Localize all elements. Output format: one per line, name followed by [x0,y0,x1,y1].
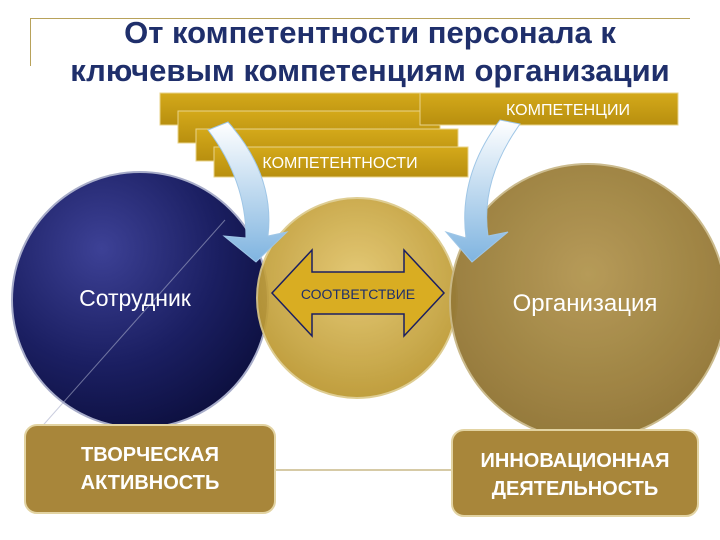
banner-competencies [419,92,679,126]
employee-label: Сотрудник [79,285,192,311]
slide-title: От компетентности персонала к ключевым к… [40,14,700,90]
frame-line-left [30,18,31,66]
title-line-1: От компетентности персонала к [124,15,616,50]
banner-competencies-label: КОМПЕТЕНЦИИ [506,102,630,119]
correspondence-double-arrow [270,248,446,338]
arrow-competence-to-employee [207,121,289,263]
frame-line-top [30,18,690,19]
circle-employee-highlight [29,219,226,441]
banner-competence-label: КОМПЕТЕНТНОСТИ [262,155,417,172]
banner-stack: КОМПЕТЕНТНОСТИ КОМПЕТЕНЦИИ [159,92,679,178]
correspondence-label: СООТВЕТСТВИЕ [301,286,415,302]
box-innovation-activity-line1: ИННОВАЦИОННАЯ [481,450,670,472]
box-creative-activity-line2: АКТИВНОСТЬ [81,472,220,494]
arrow-competencies-to-organization [444,119,521,263]
box-creative-activity-line1: ТВОРЧЕСКАЯ [81,444,219,466]
box-creative-activity [24,424,276,514]
box-innovation-activity [451,429,699,517]
organization-label: Организация [513,290,658,317]
title-line-2: ключевым компетенциям организации [70,53,670,88]
box-innovation-activity-line2: ДЕЯТЕЛЬНОСТЬ [492,478,658,500]
